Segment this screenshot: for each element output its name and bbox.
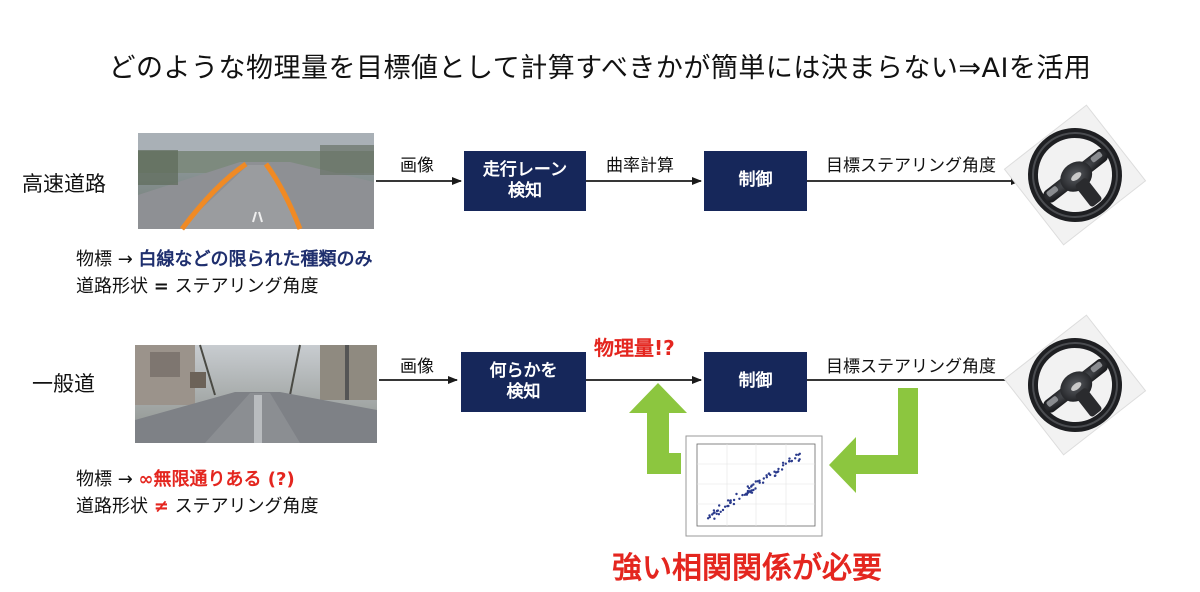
row2-label: 一般道 xyxy=(32,372,95,396)
row2-detect-box: 何らかを 検知 xyxy=(461,352,586,412)
row1-note-road-operator: = xyxy=(153,276,169,297)
row2-note-road: 道路形状 ≠ ステアリング角度 xyxy=(76,492,319,518)
row1-control-box: 制御 xyxy=(704,151,807,211)
row1-note-objects-highlight: 白線などの限られた種類のみ xyxy=(138,249,373,270)
row1-note-objects-prefix: 物標 → xyxy=(76,249,133,270)
row2-target-steering-label: 目標ステアリング角度 xyxy=(826,357,996,377)
row2-note-road-suffix: ステアリング角度 xyxy=(174,496,319,517)
row1-target-steering-label: 目標ステアリング角度 xyxy=(826,156,996,176)
row2-note-objects-highlight: ∞無限通りある (?) xyxy=(138,469,295,490)
page-title: どのような物理量を目標値として計算すべきかが簡単には決まらない⇒AIを活用 xyxy=(108,53,1092,84)
row1-note-road: 道路形状 = ステアリング角度 xyxy=(76,272,319,298)
row1-note-road-suffix: ステアリング角度 xyxy=(174,276,319,297)
steering-wheel-icon xyxy=(1003,104,1147,246)
urban-road-photo xyxy=(135,344,377,443)
green-arrow-left xyxy=(629,383,687,474)
row2-note-road-operator: ≠ xyxy=(153,496,169,517)
row2-note-objects-prefix: 物標 → xyxy=(76,469,133,490)
steering-wheel-icon xyxy=(1003,314,1147,456)
row1-note-objects: 物標 → 白線などの限られた種類のみ xyxy=(76,245,373,271)
row2-note-road-prefix: 道路形状 xyxy=(76,496,148,517)
row1-label: 高速道路 xyxy=(22,172,106,196)
row1-lane-detect-box: 走行レーン 検知 xyxy=(464,151,586,211)
scatter-plot-icon xyxy=(685,435,823,537)
row2-control-box: 制御 xyxy=(704,352,807,412)
row2-note-objects: 物標 → ∞無限通りある (?) xyxy=(76,465,295,491)
highway-photo xyxy=(138,133,374,231)
green-arrow-right xyxy=(829,388,918,493)
bottom-caption: 強い相関関係が必要 xyxy=(612,551,882,586)
row1-image-label: 画像 xyxy=(400,156,434,176)
row2-image-label: 画像 xyxy=(400,357,434,377)
row1-note-road-prefix: 道路形状 xyxy=(76,276,148,297)
row2-physical-quantity-label: 物理量!? xyxy=(594,336,675,360)
row1-curvature-label: 曲率計算 xyxy=(606,156,674,176)
